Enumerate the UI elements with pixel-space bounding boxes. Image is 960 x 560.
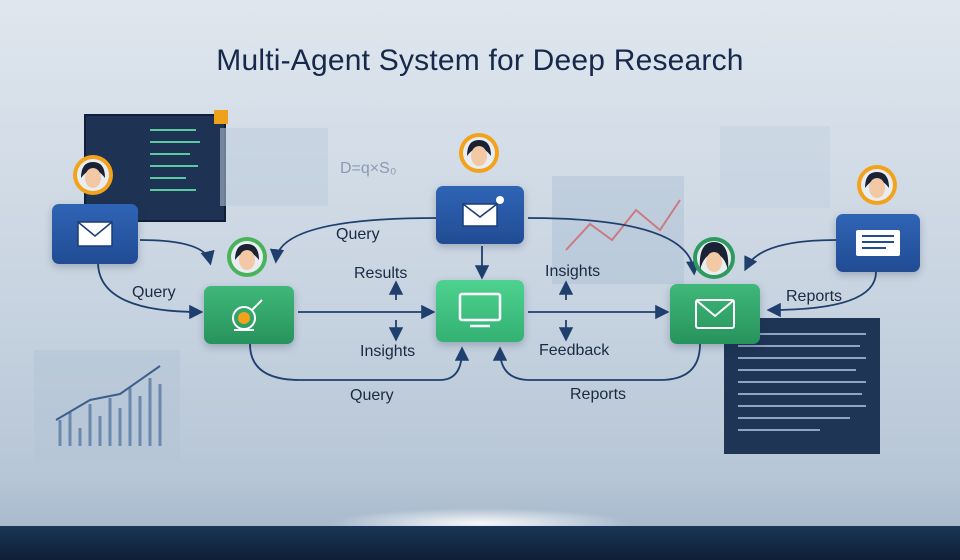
green-agent-node[interactable]: [204, 286, 294, 344]
graph-panel-decor: [720, 126, 830, 208]
label-query-top: Query: [336, 226, 380, 243]
arrow-top-to-writer: [527, 217, 701, 276]
envelope-icon: [462, 196, 504, 227]
arrow-green-bottom-loop: [249, 343, 470, 381]
center-coordinator-node[interactable]: [436, 280, 524, 342]
arrow-reports-right: [766, 271, 877, 318]
label-query-bottom: Query: [350, 387, 394, 404]
avatar-top-agent: [458, 132, 500, 174]
bottom-bar: [0, 526, 960, 560]
arrow-left-to-green: [139, 239, 215, 266]
envelope-icon: [77, 221, 113, 247]
bar-chart-trend: [55, 365, 161, 421]
left-agent-node[interactable]: [52, 204, 138, 264]
envelope-icon: [695, 299, 735, 329]
top-agent-node[interactable]: [436, 186, 524, 244]
arrow-writer-bottom-loop: [492, 343, 701, 381]
avatar-left-agent: [72, 154, 114, 196]
label-insights-right: Insights: [545, 263, 601, 280]
avatar-writer-agent: [692, 236, 736, 280]
code-lines: [150, 129, 200, 191]
document-icon: [856, 230, 900, 256]
label-reports-bottom: Reports: [570, 386, 627, 403]
arrow-left-down-query: [97, 261, 204, 320]
avatar-right-agent: [856, 164, 898, 206]
document-text-lines: [738, 333, 866, 431]
label-feedback: Feedback: [539, 342, 610, 359]
analysis-icon: [232, 299, 263, 331]
right-agent-node[interactable]: [836, 214, 920, 272]
label-insights-left: Insights: [360, 343, 416, 360]
accent-square: [214, 110, 228, 124]
chart-panel-decor: [552, 176, 684, 284]
formula-decor: D=q×S₀: [340, 160, 397, 177]
label-results: Results: [354, 265, 408, 282]
bar-chart-bars: [58, 378, 162, 446]
arrow-right-to-writer: [744, 239, 837, 272]
avatar-green-agent: [226, 236, 268, 278]
page-title: Multi-Agent System for Deep Research: [216, 44, 744, 77]
monitor-icon: [458, 292, 502, 328]
label-query-left: Query: [132, 284, 176, 301]
label-reports-right: Reports: [786, 288, 843, 305]
math-panel-decor: [220, 128, 328, 206]
writer-agent-node[interactable]: [670, 284, 760, 344]
arrow-top-to-green: [269, 217, 437, 264]
